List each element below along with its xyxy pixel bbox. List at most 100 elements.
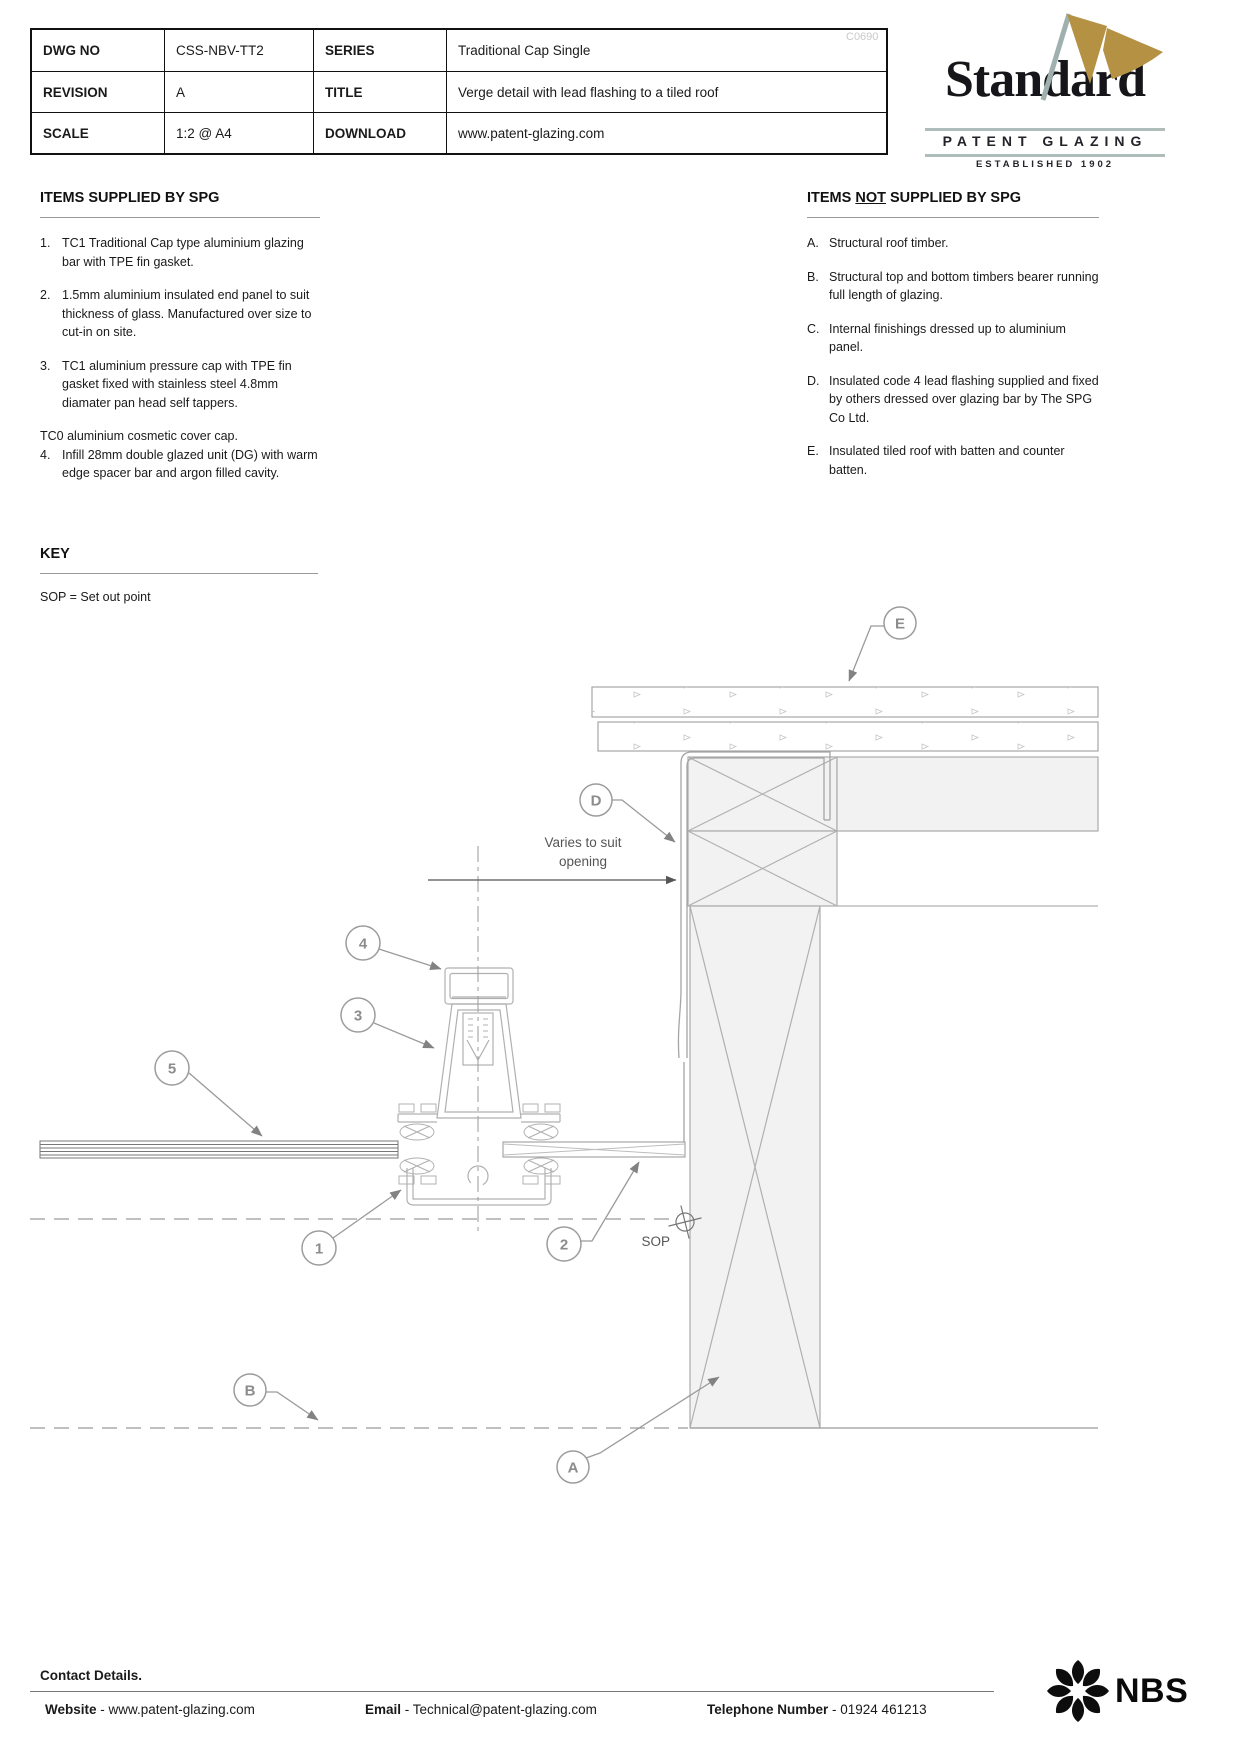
svg-text:5: 5 [168,1061,176,1078]
items-not-supplied-rule [807,217,1099,218]
items-supplied-heading: ITEMS SUPPLIED BY SPG [40,190,220,206]
varies-text-line2: opening [559,854,607,869]
footer-email: Email - Technical@patent-glazing.com [365,1702,597,1717]
title-value: Verge detail with lead flashing to a til… [446,71,886,112]
item-text: Insulated code 4 lead flashing supplied … [829,373,1099,425]
glazing-bar-assembly [397,967,561,1206]
lead-flashing [677,751,831,1142]
items-not-supplied-heading: ITEMS NOT SUPPLIED BY SPG [807,190,1022,206]
callout-1: 1 [301,1189,402,1266]
series-value: Traditional Cap Single [446,30,886,71]
double-glazed-unit [39,1140,399,1159]
items-not-supplied-section: ITEMS NOT SUPPLIED BY SPG A. Structural r… [807,190,1099,494]
bar-wings [397,1113,561,1123]
nbs-wordmark: NBS [1115,1671,1189,1710]
list-item: E.Insulated tiled roof with batten and c… [807,442,1099,479]
svg-text:A: A [568,1460,579,1477]
item-letter: A. [807,236,819,250]
phone-value: 01924 461213 [840,1702,927,1717]
list-item: 2.1.5mm aluminium insulated end panel to… [40,286,320,342]
website-link[interactable]: www.patent-glazing.com [108,1702,255,1717]
callout-4: 4 [345,925,442,971]
callout-E: E [848,606,917,682]
structural-roof-timber [689,905,821,1429]
svg-text:1: 1 [315,1241,323,1258]
section-detail-drawing: Varies to suit opening SOP 4 3 [30,606,1099,1484]
list-item: C.Internal finishings dressed up to alum… [807,320,1099,357]
sop-label: SOP [641,1234,670,1249]
list-item: 1. TC1 Traditional Cap type aluminium gla… [40,234,320,271]
item-text: Internal finishings dressed up to alumin… [829,321,1066,355]
svg-text:D: D [591,793,602,810]
pressure-cap [436,1003,522,1119]
list-item: TC0 aluminium cosmetic cover cap. [40,427,320,446]
footer-website: Website - www.patent-glazing.com [45,1702,255,1717]
callouts: 4 3 5 1 2 [154,606,917,1484]
callout-B: B [233,1373,319,1421]
email-label: Email [365,1702,402,1717]
svg-text:4: 4 [359,936,368,953]
item-number: 2. [40,288,51,302]
flag-icon [1040,13,1163,101]
footer-phone: Telephone Number - 01924 461213 [707,1702,927,1717]
list-item: B. Structural top and bottom timbers bear… [807,268,1099,305]
key-heading: KEY [40,546,70,562]
list-item: 4. Infill 28mm double glazed unit (DG) wi… [40,446,320,483]
separator: - [828,1702,841,1717]
item-text: Structural roof timber. [829,236,949,250]
item-text: Structural top and bottom timbers bearer… [829,269,1099,303]
item-letter: D. [807,373,820,388]
bearer-timber [687,756,1099,907]
callout-3: 3 [340,997,435,1049]
nbs-flower-icon [1047,1660,1109,1722]
item-text: TC1 aluminium pressure cap with TPE fin … [62,358,292,410]
logo-divider-top [925,128,1165,131]
revision-value: A [164,71,313,112]
dimension-varies: Varies to suit opening [428,835,677,885]
list-item: A. Structural roof timber. [807,234,1099,253]
callout-5: 5 [154,1050,263,1137]
download-label: DOWNLOAD [313,112,446,153]
key-rule [40,573,318,574]
download-link[interactable]: www.patent-glazing.com [446,112,886,153]
list-item: D. Insulated code 4 lead flashing supplie… [807,372,1099,428]
email-link[interactable]: Technical@patent-glazing.com [412,1702,597,1717]
datum-lines [30,1218,1098,1429]
items-supplied-rule [40,217,320,218]
insulated-end-panel [502,1141,686,1158]
sop-marker: SOP [641,1205,702,1249]
item-number: 1. [40,236,51,250]
contact-details-heading: Contact Details. [40,1668,143,1683]
sheet-code-watermark: C0690 [846,31,879,43]
item-letter: E. [807,444,819,458]
phone-label: Telephone Number [707,1702,829,1717]
company-logo: Standard PATENT GLAZING ESTABLISHED 1902 [905,13,1185,170]
svg-text:B: B [245,1383,256,1400]
item-number: 3. [40,358,51,373]
callout-D: D [579,783,676,843]
separator: - [401,1702,413,1717]
dwg-no-value: CSS-NBV-TT2 [164,30,313,71]
svg-text:2: 2 [560,1237,568,1254]
svg-text:3: 3 [354,1008,362,1025]
separator: - [96,1702,109,1717]
callout-2: 2 [546,1161,640,1262]
title-label: TITLE [313,71,446,112]
sop-crosshair-icon [668,1205,702,1239]
logo-divider-bottom [925,154,1165,157]
callout-A: A [556,1376,720,1484]
scale-value: 1:2 @ A4 [164,112,313,153]
item-text: TC0 aluminium cosmetic cover cap. [40,429,238,443]
item-text: TC1 Traditional Cap type aluminium glazi… [62,236,304,269]
item-letter: B. [807,269,819,284]
nbs-logo: NBS [1045,1658,1188,1724]
item-number: 4. [40,447,51,462]
logo-established: ESTABLISHED 1902 [975,159,1115,170]
tiled-roof-boards [591,686,1099,752]
item-text: Infill 28mm double glazed unit (DG) with… [62,447,318,481]
logo-subtitle: PATENT GLAZING [942,133,1148,149]
key-section: KEY SOP = Set out point [40,546,318,604]
website-label: Website [45,1702,97,1717]
cover-cap [444,967,514,1005]
series-label: SERIES [313,30,446,71]
